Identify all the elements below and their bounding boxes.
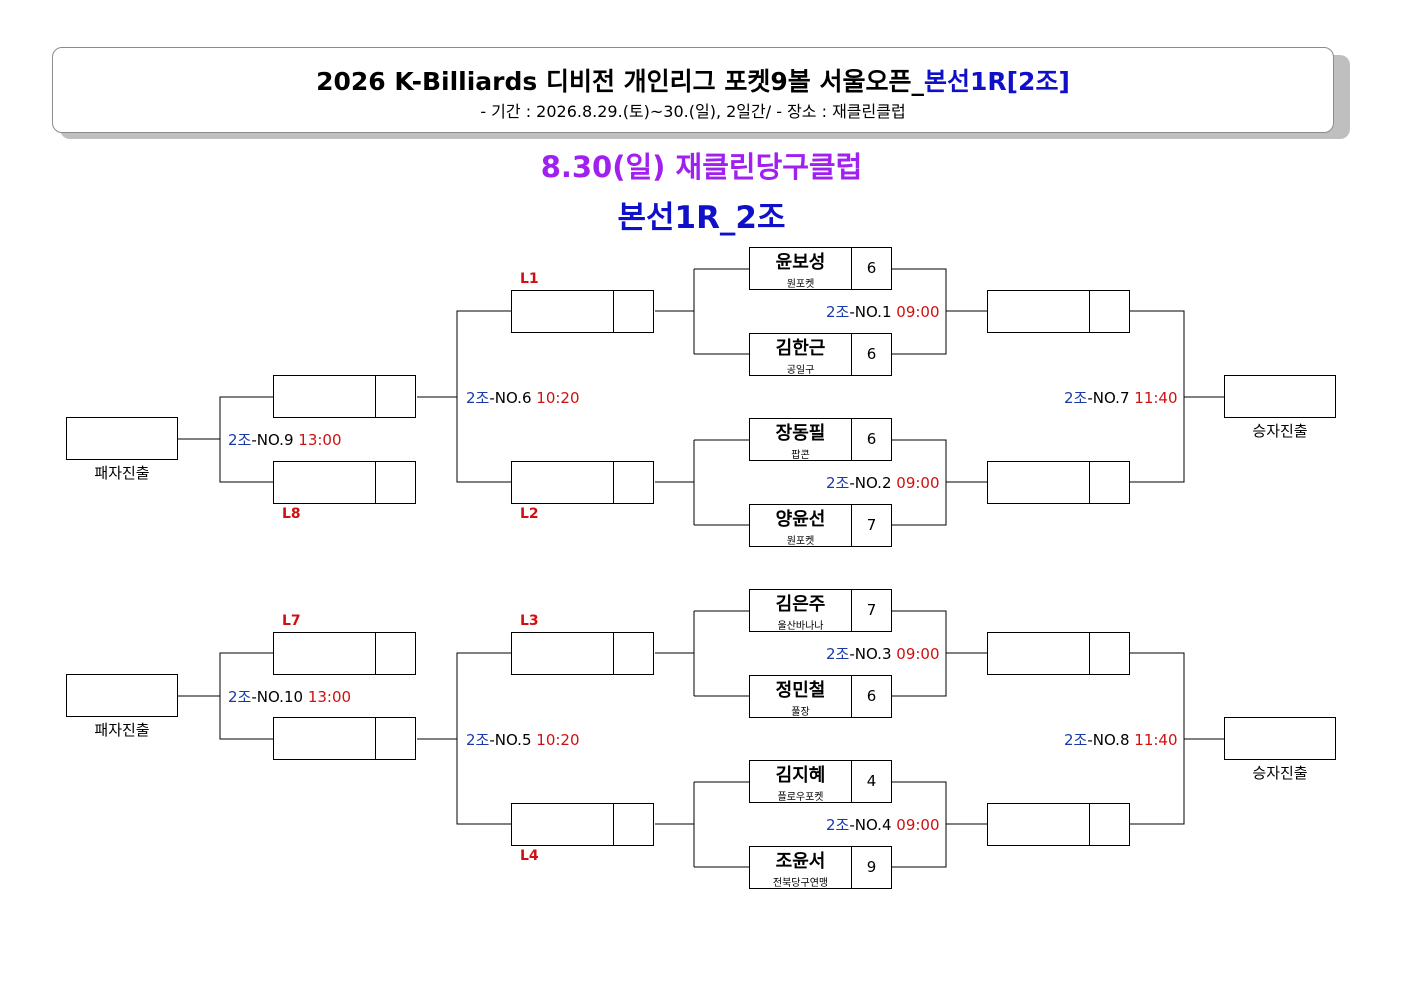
match-label-no2: 2조-NO.2 09:00 [826, 474, 940, 492]
player-slot: 김한근 공일구 6 [749, 333, 892, 376]
loser-label-l8: L8 [282, 506, 301, 522]
winner-advance-caption: 승자진출 [1252, 422, 1308, 440]
player-club: 울산바나나 [777, 621, 824, 632]
empty-slot [987, 290, 1130, 333]
winner-advance-box [1224, 717, 1336, 760]
player-club: 팝콘 [791, 450, 810, 461]
page-subtitle: - 기간 : 2026.8.29.(토)~30.(일), 2일간/ - 장소 :… [480, 102, 906, 121]
player-slot: 김지혜 플로우포켓 4 [749, 760, 892, 803]
group-title: 본선1R_2조 [617, 200, 786, 236]
player-club: 풀장 [791, 707, 810, 718]
title-highlight: 본선1R[2조] [923, 67, 1070, 96]
empty-slot [273, 461, 416, 504]
player-name-cell: 윤보성 원포켓 [750, 248, 852, 290]
loser-advance-box [66, 674, 178, 717]
header-box: 2026 K-Billiards 디비전 개인리그 포켓9볼 서울오픈_본선1R… [52, 47, 1334, 133]
player-slot: 정민철 풀장 6 [749, 675, 892, 718]
player-name: 김한근 [775, 338, 826, 359]
empty-slot [987, 632, 1130, 675]
empty-slot [987, 461, 1130, 504]
match-label-no1: 2조-NO.1 09:00 [826, 303, 940, 321]
match-label-no6: 2조-NO.6 10:20 [466, 389, 580, 407]
loser-advance-box [66, 417, 178, 460]
loser-label-l1: L1 [520, 271, 539, 287]
empty-slot [273, 632, 416, 675]
player-score: 7 [866, 516, 877, 534]
player-name: 김지혜 [775, 765, 826, 786]
empty-slot [511, 461, 654, 504]
player-score: 9 [866, 858, 877, 876]
player-name: 윤보성 [775, 252, 826, 273]
empty-slot [511, 803, 654, 846]
loser-label-l4: L4 [520, 848, 539, 864]
date-venue-title: 8.30(일) 재클린당구클럽 [540, 150, 863, 184]
empty-slot [987, 803, 1130, 846]
match-label-no3: 2조-NO.3 09:00 [826, 645, 940, 663]
player-name: 정민철 [775, 680, 826, 701]
player-score: 6 [866, 687, 877, 705]
match-label-no5: 2조-NO.5 10:20 [466, 731, 580, 749]
title-main: 2026 K-Billiards 디비전 개인리그 포켓9볼 서울오픈_ [316, 67, 924, 96]
player-slot: 윤보성 원포켓 6 [749, 247, 892, 290]
winner-advance-caption: 승자진출 [1252, 764, 1308, 782]
player-name-cell: 조윤서 전북당구연맹 [750, 847, 852, 889]
empty-slot [273, 717, 416, 760]
player-name: 장동필 [775, 423, 826, 444]
player-score: 4 [866, 772, 877, 790]
empty-slot [511, 290, 654, 333]
player-name-cell: 김은주 울산바나나 [750, 590, 852, 632]
empty-slot [273, 375, 416, 418]
player-name-cell: 김한근 공일구 [750, 334, 852, 376]
player-club: 플로우포켓 [777, 792, 824, 803]
player-name: 조윤서 [775, 851, 826, 872]
player-score: 7 [866, 601, 877, 619]
player-slot: 김은주 울산바나나 7 [749, 589, 892, 632]
player-name-cell: 장동필 팝콘 [750, 419, 852, 461]
player-name: 김은주 [775, 594, 826, 615]
player-name: 양윤선 [775, 509, 826, 530]
player-club: 공일구 [786, 365, 815, 376]
empty-slot [511, 632, 654, 675]
player-name-cell: 김지혜 플로우포켓 [750, 761, 852, 803]
loser-advance-caption: 패자진출 [94, 464, 150, 482]
player-score: 6 [866, 259, 877, 277]
match-label-no8: 2조-NO.8 11:40 [1064, 731, 1178, 749]
player-name-cell: 정민철 풀장 [750, 676, 852, 718]
page-title: 2026 K-Billiards 디비전 개인리그 포켓9볼 서울오픈_본선1R… [53, 62, 1333, 98]
player-slot: 장동필 팝콘 6 [749, 418, 892, 461]
loser-label-l2: L2 [520, 506, 539, 522]
match-label-no7: 2조-NO.7 11:40 [1064, 389, 1178, 407]
match-label-no10: 2조-NO.10 13:00 [228, 688, 352, 706]
loser-advance-caption: 패자진출 [94, 721, 150, 739]
player-slot: 조윤서 전북당구연맹 9 [749, 846, 892, 889]
player-slot: 양윤선 원포켓 7 [749, 504, 892, 547]
player-club: 원포켓 [786, 536, 815, 547]
loser-label-l7: L7 [282, 613, 301, 629]
player-score: 6 [866, 345, 877, 363]
player-name-cell: 양윤선 원포켓 [750, 505, 852, 547]
match-label-no9: 2조-NO.9 13:00 [228, 431, 342, 449]
player-club: 원포켓 [786, 279, 815, 290]
loser-label-l3: L3 [520, 613, 539, 629]
player-score: 6 [866, 430, 877, 448]
player-club: 전북당구연맹 [772, 878, 829, 889]
match-label-no4: 2조-NO.4 09:00 [826, 816, 940, 834]
winner-advance-box [1224, 375, 1336, 418]
